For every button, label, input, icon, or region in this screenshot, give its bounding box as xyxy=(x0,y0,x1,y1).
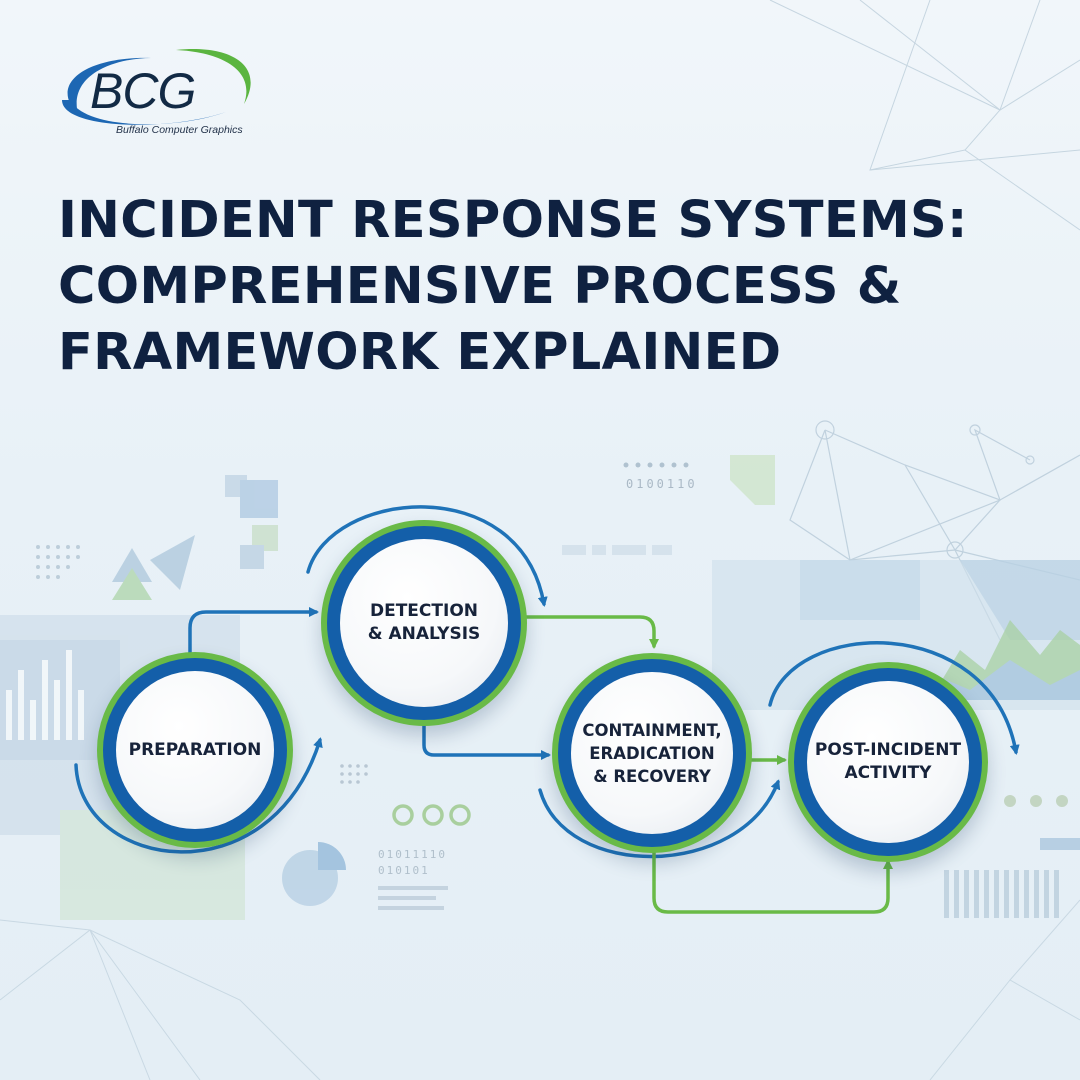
faint-barcode-right xyxy=(944,870,1059,918)
arrow-containment-bottom-to-post-incident xyxy=(652,848,893,914)
arrow-post-incident-orbit-top xyxy=(768,641,1020,755)
dot-row-top-middle xyxy=(623,462,689,468)
network-lines-top-right xyxy=(769,0,1080,231)
title-line-2: COMPREHENSIVE PROCESS & xyxy=(58,257,902,316)
page-title: INCIDENT RESPONSE SYSTEMS: COMPREHENSIVE… xyxy=(58,188,1038,386)
faint-three-circles xyxy=(392,804,471,826)
step-preparation-label: PREPARATION xyxy=(128,739,262,760)
logo-text: BCG xyxy=(90,63,196,119)
title-line-1: INCIDENT RESPONSE SYSTEMS: xyxy=(58,191,968,250)
step-containment-label: CONTAINMENT, ERADICATION & RECOVERY xyxy=(582,720,722,786)
network-lines-bottom xyxy=(0,899,1080,1080)
arrow-detection-down-to-containment xyxy=(422,698,551,760)
step-post-incident-activity: POST-INCIDENT ACTIVITY xyxy=(788,662,988,862)
step-detection-analysis: DETECTION & ANALYSIS xyxy=(321,520,527,726)
faint-pie-chart xyxy=(282,842,346,906)
title-line-3: FRAMEWORK EXPLAINED xyxy=(58,323,782,382)
faint-squares-left xyxy=(225,475,278,569)
arrow-detection-orbit-top xyxy=(306,505,548,607)
network-lines-right xyxy=(789,420,1080,641)
faint-triangles xyxy=(112,535,195,600)
binary-text-bottom-1: 01011110 xyxy=(378,848,447,861)
logo-green-swoosh xyxy=(176,49,251,104)
binary-text-bottom-2: 010101 xyxy=(378,864,430,877)
faint-rect-right xyxy=(1040,838,1080,850)
arrow-detection-to-containment xyxy=(514,615,659,649)
binary-text-top: 0100110 xyxy=(626,477,698,491)
arrow-preparation-to-detection xyxy=(188,607,319,657)
logo-subtitle: Buffalo Computer Graphics xyxy=(116,124,243,136)
faint-text-lines xyxy=(378,886,448,910)
step-post-incident-label: POST-INCIDENT ACTIVITY xyxy=(814,740,962,783)
step-containment-eradication-recovery: CONTAINMENT, ERADICATION & RECOVERY xyxy=(552,653,752,853)
dot-row-right xyxy=(1004,795,1068,807)
dot-grid-left xyxy=(36,545,80,579)
step-detection-analysis-label: DETECTION & ANALYSIS xyxy=(367,601,481,644)
dot-grid-center xyxy=(340,764,368,784)
step-preparation: PREPARATION xyxy=(97,652,293,848)
logo-blue-swoosh xyxy=(67,57,151,114)
arrow-preparation-orbit-bottom xyxy=(74,737,323,854)
bcg-logo: BCG Buffalo Computer Graphics xyxy=(56,44,286,144)
